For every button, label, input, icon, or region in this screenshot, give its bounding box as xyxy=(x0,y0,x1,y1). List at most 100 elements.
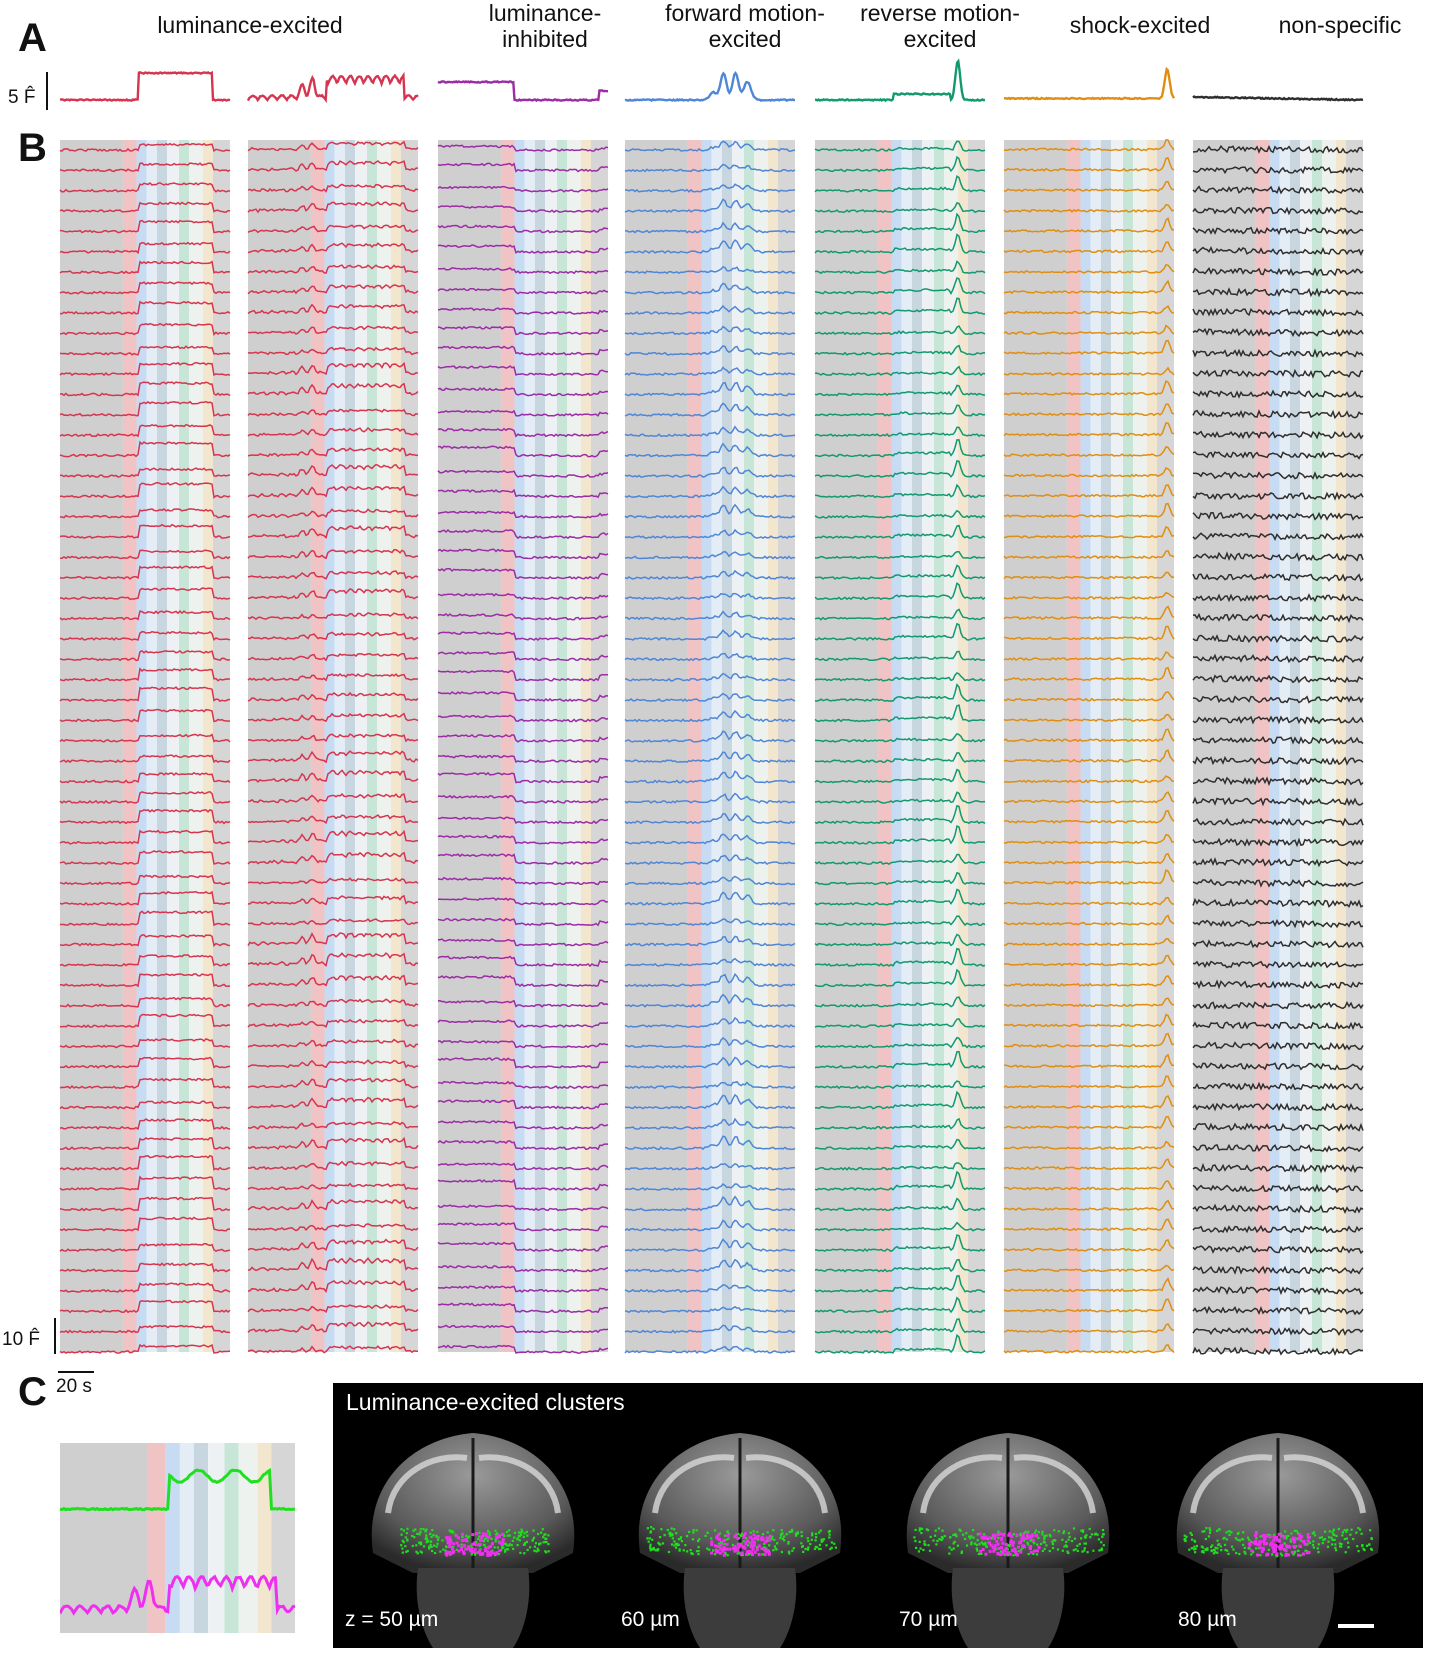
neuron-trace xyxy=(1003,651,1175,662)
neuron-trace xyxy=(1192,1224,1364,1234)
z-label-70: 70 µm xyxy=(899,1608,958,1631)
neuron-trace xyxy=(1003,241,1175,254)
magenta-voxel xyxy=(1307,1550,1311,1554)
stimulus-band xyxy=(1100,140,1112,1352)
neuron-trace xyxy=(437,1120,609,1130)
magenta-voxel xyxy=(498,1541,502,1545)
neuron-trace xyxy=(624,792,796,804)
green-voxel xyxy=(997,1530,1000,1533)
green-voxel xyxy=(968,1535,971,1538)
green-voxel xyxy=(718,1532,721,1535)
mean-trace-0 xyxy=(59,70,231,102)
stimulus-band xyxy=(545,140,557,1352)
green-voxel xyxy=(406,1538,409,1541)
green-voxel xyxy=(1267,1548,1270,1551)
green-voxel xyxy=(913,1536,916,1539)
stimulus-band xyxy=(179,1443,194,1633)
green-voxel xyxy=(745,1537,748,1540)
green-voxel xyxy=(1194,1547,1197,1550)
green-voxel xyxy=(763,1546,766,1549)
stimulus-band xyxy=(377,140,391,1352)
green-voxel xyxy=(477,1537,480,1541)
magenta-voxel xyxy=(1011,1541,1015,1544)
green-voxel xyxy=(1043,1541,1046,1544)
green-voxel xyxy=(791,1528,794,1531)
magenta-voxel xyxy=(754,1535,758,1539)
green-voxel xyxy=(731,1543,734,1546)
stimulus-band xyxy=(1090,140,1101,1352)
neuron-trace xyxy=(1192,1245,1364,1255)
green-voxel xyxy=(1210,1545,1213,1549)
magenta-voxel xyxy=(996,1551,1000,1555)
neuron-trace xyxy=(624,692,796,703)
neuron-trace xyxy=(437,1099,609,1110)
green-voxel xyxy=(923,1543,926,1546)
neuron-trace xyxy=(1192,1143,1364,1153)
green-voxel xyxy=(1334,1543,1337,1546)
neuron-trace xyxy=(60,587,231,600)
time-scale-bar xyxy=(58,1371,94,1373)
green-voxel xyxy=(1246,1536,1250,1539)
green-voxel xyxy=(1255,1537,1258,1540)
magenta-voxel xyxy=(500,1541,503,1545)
green-voxel xyxy=(404,1545,407,1548)
magenta-voxel xyxy=(1265,1553,1269,1557)
green-voxel xyxy=(1243,1546,1246,1549)
green-voxel xyxy=(922,1548,925,1552)
neuron-trace xyxy=(247,570,419,580)
neuron-trace xyxy=(624,709,796,723)
neuron-trace xyxy=(247,1223,419,1232)
neuron-trace xyxy=(1003,1075,1175,1089)
magenta-voxel xyxy=(444,1552,448,1556)
green-voxel xyxy=(918,1529,921,1532)
green-voxel xyxy=(1238,1552,1241,1556)
green-voxel xyxy=(1065,1545,1069,1548)
green-voxel xyxy=(994,1548,997,1551)
neuron-trace xyxy=(247,588,419,600)
magenta-voxel xyxy=(1004,1542,1008,1546)
stimulus-band xyxy=(1312,140,1323,1352)
magenta-voxel xyxy=(1248,1543,1252,1547)
green-voxel xyxy=(426,1540,429,1543)
green-voxel xyxy=(677,1543,680,1546)
green-voxel xyxy=(781,1532,784,1535)
green-voxel xyxy=(706,1547,709,1550)
green-voxel xyxy=(1090,1533,1093,1536)
neuron-trace xyxy=(624,751,796,764)
green-voxel xyxy=(822,1538,825,1541)
magenta-voxel xyxy=(733,1549,737,1553)
stimulus-band xyxy=(1123,140,1134,1352)
neuron-trace xyxy=(59,1242,231,1252)
neuron-trace xyxy=(1192,450,1364,460)
green-voxel xyxy=(724,1551,727,1554)
green-voxel xyxy=(678,1549,681,1552)
green-voxel xyxy=(713,1553,717,1556)
stimulus-band xyxy=(189,140,203,1352)
green-voxel xyxy=(425,1536,428,1539)
green-voxel xyxy=(1043,1538,1046,1541)
neuron-trace xyxy=(247,877,419,885)
green-voxel xyxy=(1054,1539,1057,1542)
magenta-voxel xyxy=(481,1532,485,1536)
green-voxel xyxy=(404,1536,407,1539)
neuron-trace xyxy=(814,752,986,764)
magenta-voxel xyxy=(984,1552,988,1556)
green-voxel xyxy=(657,1541,660,1544)
neuron-trace xyxy=(814,622,986,642)
stimulus-band xyxy=(911,140,923,1352)
magenta-voxel xyxy=(718,1551,722,1555)
green-voxel xyxy=(997,1537,1000,1540)
green-voxel xyxy=(1037,1531,1040,1534)
green-voxel xyxy=(779,1533,783,1536)
magenta-voxel xyxy=(457,1544,461,1548)
magenta-voxel xyxy=(979,1549,983,1553)
green-voxel xyxy=(1056,1548,1060,1551)
neuron-trace xyxy=(624,569,796,580)
green-voxel xyxy=(969,1537,972,1540)
magenta-voxel xyxy=(498,1549,502,1553)
green-voxel xyxy=(669,1532,672,1535)
magenta-voxel xyxy=(1248,1542,1252,1546)
green-voxel xyxy=(1183,1538,1186,1541)
neuron-trace xyxy=(437,834,609,845)
green-voxel xyxy=(1365,1544,1369,1547)
